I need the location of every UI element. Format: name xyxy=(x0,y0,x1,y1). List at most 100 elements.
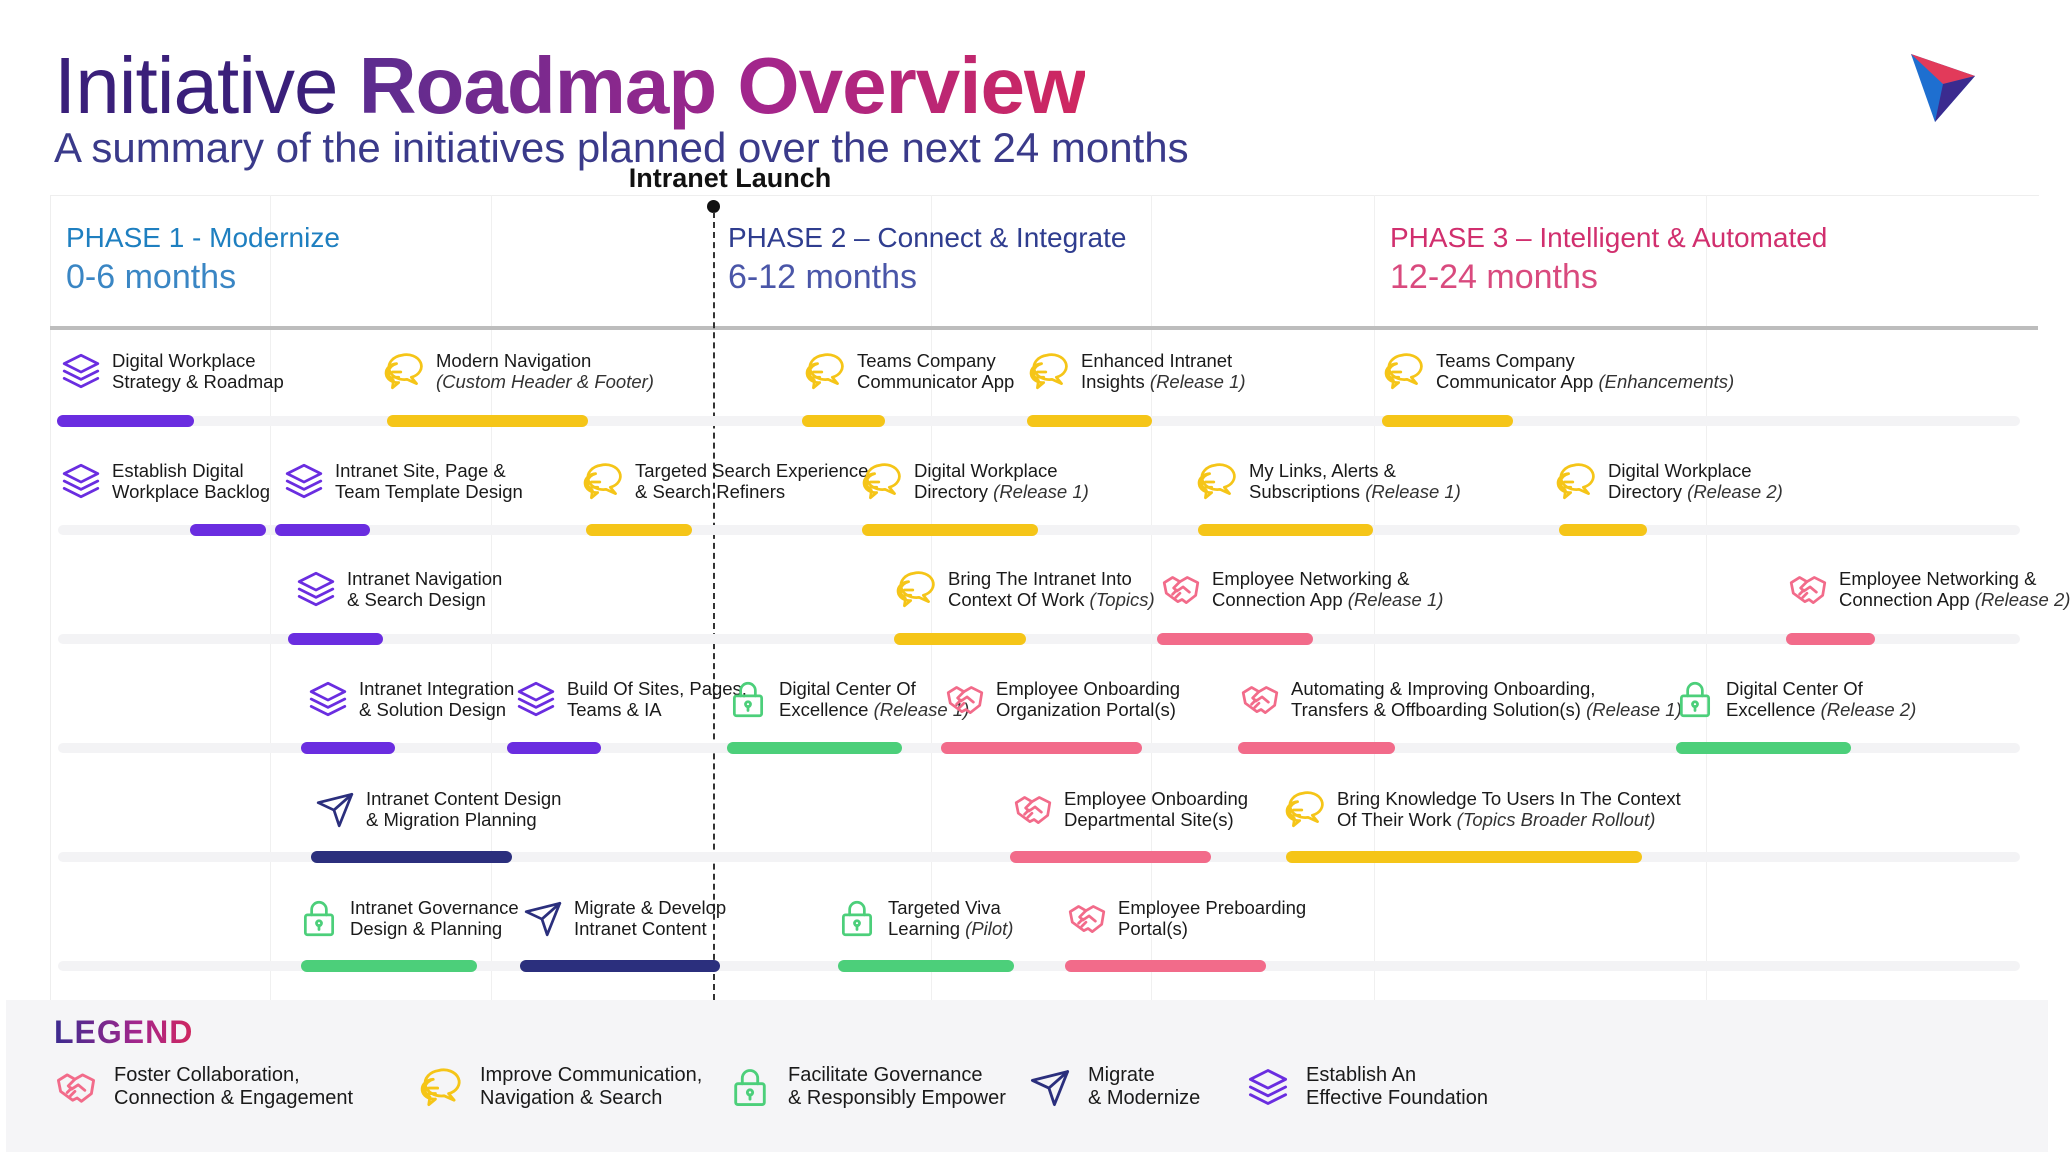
legend-label-line2: Navigation & Search xyxy=(480,1087,663,1109)
legend-label-line2: Effective Foundation xyxy=(1306,1087,1488,1109)
timeline-bar xyxy=(1010,851,1211,863)
handshake-icon xyxy=(1160,568,1202,610)
handshake-icon xyxy=(1239,678,1281,720)
grid-line xyxy=(1151,195,1152,1000)
item-label-line2: Directory (Release 2) xyxy=(1608,481,1783,502)
milestone-label: Intranet Launch xyxy=(628,163,832,193)
item-release-note: (Release 2) xyxy=(1682,481,1783,502)
roadmap-item: My Links, Alerts &Subscriptions (Release… xyxy=(1197,460,1461,502)
timeline-bar xyxy=(1238,742,1395,754)
legend-item: Facilitate Governance& Responsibly Empow… xyxy=(728,1064,1006,1110)
timeline-bar xyxy=(941,742,1142,754)
item-label-line1: Employee Onboarding xyxy=(1064,788,1249,809)
item-label-line1: Automating & Improving Onboarding, xyxy=(1291,678,1596,699)
handshake-icon xyxy=(944,678,986,720)
item-label: My Links, Alerts &Subscriptions (Release… xyxy=(1249,460,1461,502)
grid-line xyxy=(931,195,932,1000)
item-label-line2: Intranet Content xyxy=(574,918,707,939)
item-label-line1: Digital Center Of xyxy=(779,678,916,699)
lock-icon xyxy=(728,1065,772,1109)
item-label-line1: Employee Preboarding xyxy=(1118,897,1307,918)
item-label-line1: Intranet Site, Page & xyxy=(335,460,506,481)
chat-bubbles-icon xyxy=(1285,788,1327,830)
title-bold: Roadmap Overview xyxy=(358,41,1086,130)
paper-plane-icon xyxy=(1028,1065,1072,1109)
item-label-line1: Intranet Integration xyxy=(359,678,515,699)
item-label-line1: Employee Onboarding xyxy=(996,678,1181,699)
roadmap-grid xyxy=(50,195,2039,1001)
timeline-bar xyxy=(190,524,266,536)
layers-icon xyxy=(60,460,102,502)
timeline-bar xyxy=(862,524,1038,536)
item-label-line2: Strategy & Roadmap xyxy=(112,371,284,392)
timeline-bar xyxy=(1676,742,1851,754)
timeline-bar xyxy=(301,960,477,972)
item-label-line2: & Solution Design xyxy=(359,699,507,720)
item-label-line1: Build Of Sites, Pages, xyxy=(567,678,747,699)
timeline-bar xyxy=(507,742,601,754)
roadmap-item: Build Of Sites, Pages,Teams & IA xyxy=(515,678,747,720)
item-label-line2: Directory (Release 1) xyxy=(914,481,1089,502)
item-release-note: (Topics) xyxy=(1084,589,1155,610)
paper-plane-icon xyxy=(314,788,356,830)
item-label-line2: Design & Planning xyxy=(350,918,503,939)
chat-bubbles-icon xyxy=(384,350,426,392)
lock-icon xyxy=(727,678,769,720)
item-label-line2: (Custom Header & Footer) xyxy=(436,371,654,392)
roadmap-item: Intranet Integration& Solution Design xyxy=(307,678,514,720)
legend-label-line1: Establish An xyxy=(1306,1064,1417,1086)
handshake-icon xyxy=(54,1065,98,1109)
legend-item: Improve Communication,Navigation & Searc… xyxy=(420,1064,702,1110)
layers-icon xyxy=(515,678,557,720)
legend-item: Migrate& Modernize xyxy=(1028,1064,1200,1110)
item-release-note: (Release 1) xyxy=(988,481,1089,502)
item-release-note: (Release 1) xyxy=(1360,481,1461,502)
item-release-note: (Release 2) xyxy=(1969,589,2070,610)
timeline-bar xyxy=(838,960,1014,972)
chat-bubbles-icon xyxy=(896,568,938,610)
roadmap-item: Intranet Site, Page &Team Template Desig… xyxy=(283,460,523,502)
phase-1-header: PHASE 1 - Modernize 0-6 months xyxy=(66,222,340,297)
item-label-line1: Teams Company xyxy=(1436,350,1575,371)
milestone-dot xyxy=(707,200,720,213)
roadmap-item: Targeted Search Experience& Search Refin… xyxy=(583,460,868,502)
item-label-line2: Connection App (Release 2) xyxy=(1839,589,2070,610)
item-release-note: (Enhancements) xyxy=(1593,371,1735,392)
phase-duration: 6-12 months xyxy=(728,258,917,296)
roadmap-item: Intranet Content Design& Migration Plann… xyxy=(314,788,561,830)
timeline-bar xyxy=(1559,524,1647,536)
row-track xyxy=(58,525,2020,535)
timeline-bar xyxy=(387,415,588,427)
item-label-line1: Employee Networking & xyxy=(1212,568,1410,589)
row-track xyxy=(58,961,2020,971)
timeline-bar xyxy=(311,851,512,863)
grid-line xyxy=(1374,195,1375,1000)
item-label-line1: Bring Knowledge To Users In The Context xyxy=(1337,788,1681,809)
phase-title: PHASE 3 – Intelligent & Automated xyxy=(1390,222,1828,253)
grid-line xyxy=(1706,195,1707,1000)
item-label-line2: Context Of Work (Topics) xyxy=(948,589,1155,610)
item-label-line1: Digital Workplace xyxy=(914,460,1058,481)
grid-line xyxy=(491,195,492,1000)
timeline-bar xyxy=(802,415,885,427)
legend-item: Foster Collaboration,Connection & Engage… xyxy=(54,1064,353,1110)
item-label: Intranet Content Design& Migration Plann… xyxy=(366,788,561,830)
item-label-line2: Teams & IA xyxy=(567,699,662,720)
timeline-bar xyxy=(1157,633,1313,645)
item-label-line1: Bring The Intranet Into xyxy=(948,568,1132,589)
